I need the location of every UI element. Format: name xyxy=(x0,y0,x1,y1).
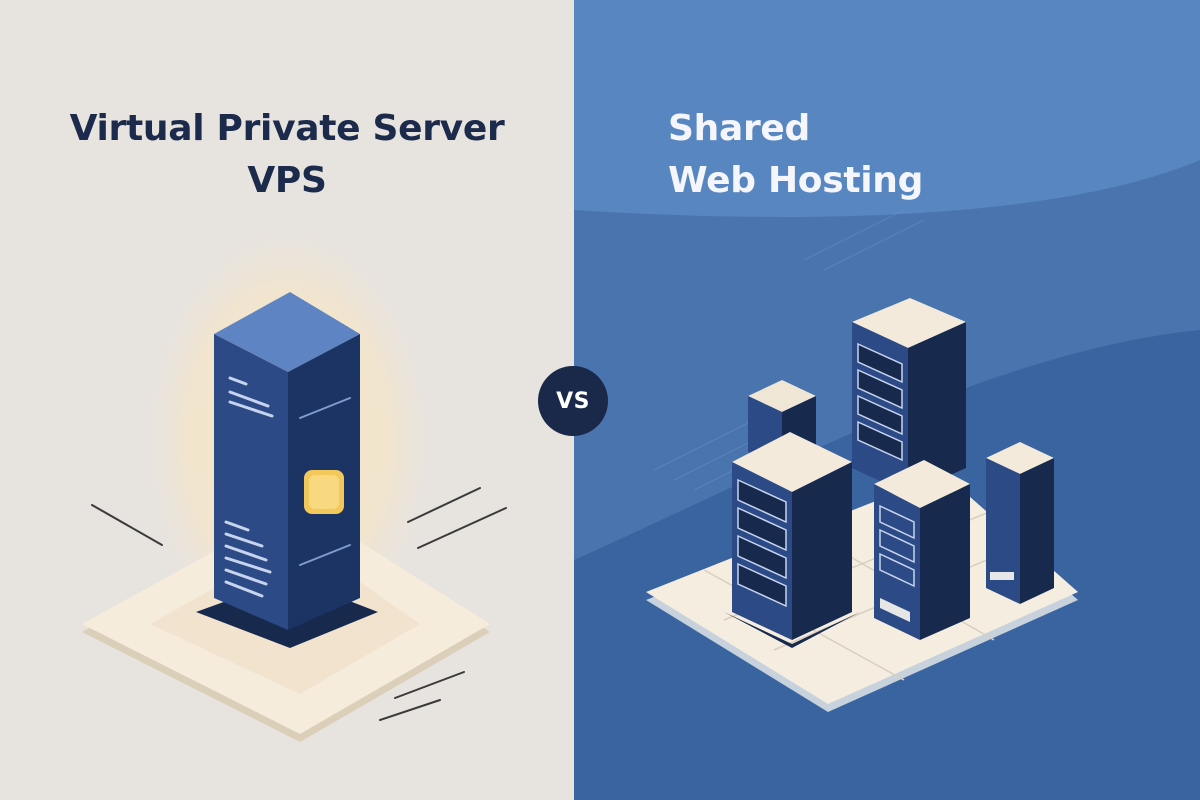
shared-hosting-illustration xyxy=(574,0,1200,800)
shared-hosting-panel: Shared Web Hosting xyxy=(574,0,1200,800)
shared-hosting-title: Shared Web Hosting xyxy=(668,103,923,207)
vps-title-line1: Virtual Private Server xyxy=(69,108,505,149)
vps-server-tower xyxy=(196,292,378,648)
vps-title: Virtual Private Server VPS xyxy=(0,103,574,207)
motion-lines xyxy=(91,487,507,721)
vps-title-line2: VPS xyxy=(247,160,327,201)
vps-illustration xyxy=(82,220,507,742)
shared-title-line1: Shared xyxy=(668,108,810,149)
vs-badge: VS xyxy=(538,366,608,436)
server-rack-front-middle xyxy=(874,460,970,640)
server-rack-right xyxy=(986,442,1054,604)
background-wave-top xyxy=(574,0,1200,217)
vs-label: VS xyxy=(556,388,590,414)
vps-panel: Virtual Private Server VPS xyxy=(0,0,574,800)
shared-title-line2: Web Hosting xyxy=(668,160,924,201)
server-rack-front-left xyxy=(724,432,860,648)
server-rack-tall-back xyxy=(852,298,966,494)
